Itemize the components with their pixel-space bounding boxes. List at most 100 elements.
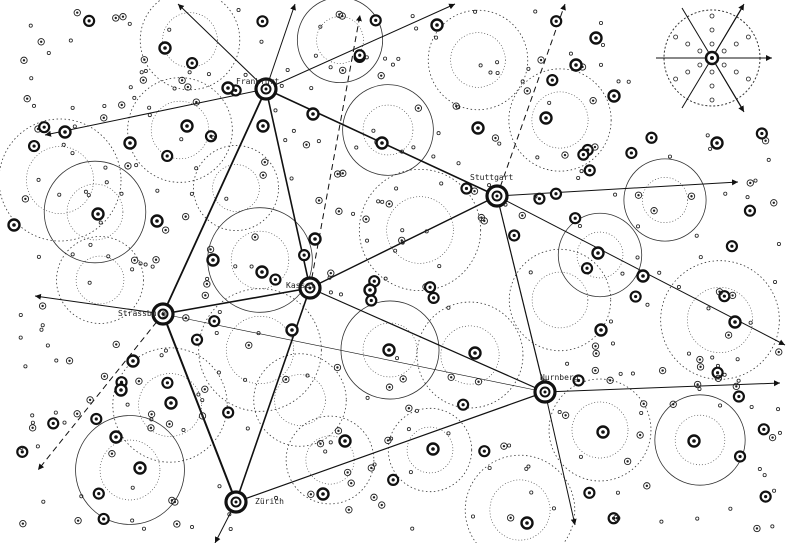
- village: [636, 431, 644, 439]
- village-core: [755, 527, 759, 530]
- village: [640, 400, 648, 408]
- market-town-core: [641, 274, 645, 278]
- hamlet: [328, 440, 333, 445]
- market-town-core: [169, 401, 173, 405]
- hamlet: [309, 86, 314, 91]
- village: [696, 355, 704, 364]
- town-core: [587, 491, 591, 495]
- village: [206, 245, 215, 254]
- hamlet: [354, 145, 359, 150]
- hamlet: [528, 270, 533, 275]
- hamlet: [408, 470, 413, 475]
- village-core: [690, 195, 693, 198]
- village: [307, 490, 315, 498]
- village: [112, 14, 120, 22]
- village: [746, 179, 754, 187]
- market-town-core: [260, 270, 264, 274]
- lattice-node: [673, 76, 679, 82]
- route-arrow: [177, 3, 267, 90]
- village-core: [263, 160, 267, 164]
- hamlet: [190, 525, 195, 530]
- hamlet: [487, 466, 492, 471]
- village-core: [449, 376, 453, 379]
- market-area: [427, 9, 529, 111]
- village: [182, 212, 190, 221]
- town-core: [585, 266, 589, 270]
- hamlet: [106, 254, 111, 259]
- village: [650, 207, 658, 215]
- hamlet: [147, 113, 152, 118]
- hamlet: [217, 309, 222, 314]
- village: [333, 363, 342, 372]
- market-town-core: [594, 36, 598, 40]
- village: [108, 450, 116, 458]
- route-arrow: [544, 380, 781, 393]
- hamlet: [533, 194, 538, 199]
- route-line: [235, 391, 546, 503]
- hamlet: [130, 267, 135, 272]
- village: [591, 366, 599, 375]
- market-town-core: [612, 94, 616, 98]
- hamlet: [478, 63, 483, 68]
- hamlet: [31, 103, 36, 108]
- market-area: [342, 84, 434, 176]
- town-core: [737, 394, 741, 399]
- village: [100, 372, 109, 381]
- village: [130, 256, 139, 264]
- village: [173, 520, 181, 528]
- village: [327, 269, 335, 277]
- town-core: [102, 517, 106, 521]
- market-area: [508, 248, 612, 352]
- hamlet: [396, 56, 401, 61]
- hamlet: [495, 60, 500, 65]
- town-core: [432, 296, 436, 300]
- hamlet: [194, 166, 199, 171]
- village: [385, 383, 394, 391]
- hamlet: [103, 165, 108, 170]
- hamlet: [179, 137, 184, 142]
- hamlet: [163, 348, 168, 353]
- inner-market-area: [386, 196, 454, 264]
- market-area: [464, 454, 576, 543]
- hamlet: [694, 233, 699, 238]
- market-town-core: [544, 116, 548, 120]
- town-core: [273, 277, 278, 282]
- hamlet: [495, 70, 500, 75]
- market-town-core: [431, 447, 435, 451]
- hamlet: [659, 519, 664, 524]
- village-core: [346, 471, 349, 474]
- hamlet: [695, 516, 700, 521]
- hamlet: [776, 407, 781, 412]
- hamlet: [256, 331, 261, 336]
- market-area: [56, 236, 144, 324]
- village-core: [253, 235, 257, 239]
- inner-market-area: [26, 146, 94, 214]
- village: [124, 162, 132, 170]
- hamlet: [371, 128, 376, 133]
- hamlet: [19, 445, 24, 450]
- village-core: [103, 375, 106, 378]
- market-area: [285, 415, 375, 505]
- hamlet: [86, 193, 91, 198]
- town-core: [738, 454, 742, 459]
- village-core: [309, 493, 313, 496]
- village-core: [204, 294, 207, 297]
- town-core: [762, 427, 766, 431]
- village: [370, 493, 378, 501]
- village: [694, 380, 702, 389]
- hamlet: [526, 66, 531, 71]
- hamlet: [394, 186, 399, 191]
- hamlet: [626, 79, 631, 84]
- village-core: [341, 69, 344, 72]
- village: [316, 440, 325, 448]
- lattice-node: [685, 69, 691, 75]
- hamlet: [128, 85, 133, 90]
- town-core: [51, 421, 55, 425]
- village-core: [22, 59, 26, 62]
- village: [28, 424, 37, 432]
- village: [112, 340, 120, 349]
- village-core: [154, 258, 158, 261]
- village-core: [329, 271, 333, 275]
- hamlet: [777, 430, 782, 435]
- hamlet: [557, 410, 562, 415]
